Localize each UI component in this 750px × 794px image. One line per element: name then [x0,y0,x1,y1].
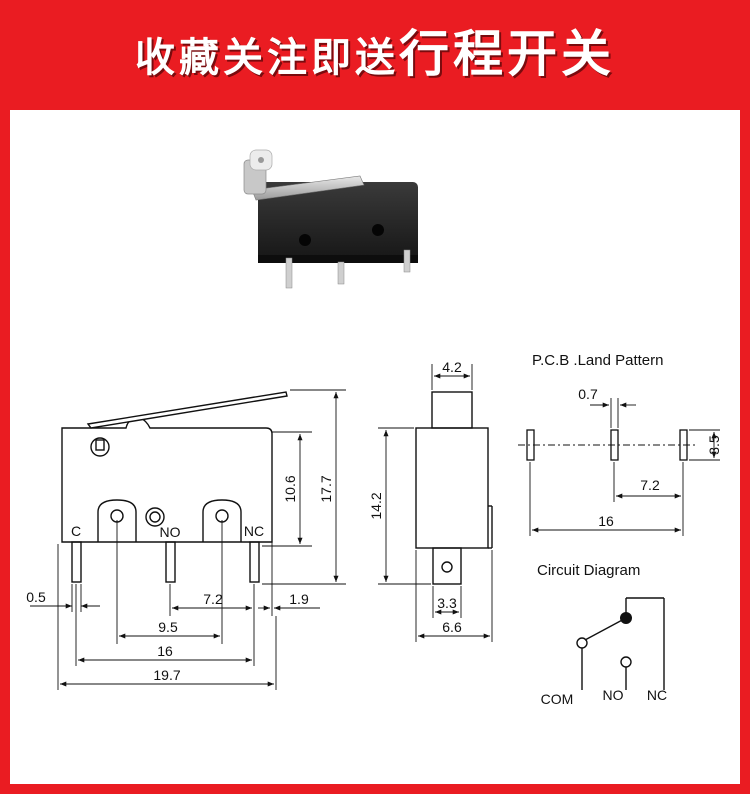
pcb-land-pattern: P.C.B .Land Pattern 0.7 3.5 7.2 16 [518,352,722,536]
side-view-dimension-lines [30,389,346,690]
mount-hole-right [372,224,384,236]
dim-10-6: 10.6 [282,475,298,502]
circuit-label-no: NO [603,687,624,703]
side-lever [86,391,288,429]
circuit-label-nc: NC [647,687,667,703]
banner-title: 收藏关注即送行程开关 [0,14,750,86]
switch-body [258,182,418,262]
end-pin [432,547,462,585]
dim-3-3: 3.3 [437,595,457,611]
side-view [61,391,288,583]
dim-17-7: 17.7 [318,475,334,502]
label-no-side: NO [160,524,181,540]
side-view-dimension-text: 10.6 17.7 0.5 7.2 1.9 9.5 16 19.7 C NO N… [26,475,334,683]
frame-bottom [0,784,750,794]
dim-0-5: 0.5 [26,589,46,605]
end-view-dimension-text: 4.2 14.2 3.3 6.6 [368,359,462,635]
circuit-no-contact [620,656,632,668]
frame-left [0,110,10,794]
end-body [415,427,489,549]
roller-axle [258,157,264,163]
side-pin-no [165,541,176,583]
circuit-blade [584,617,627,641]
dim-7-2-pcb: 7.2 [640,477,660,493]
dim-9-5: 9.5 [158,619,178,635]
circuit-com-contact [576,637,588,649]
dim-14-2: 14.2 [368,492,384,519]
side-pin-nc [249,541,260,583]
pcb-title: P.C.B .Land Pattern [532,352,663,369]
side-hole-center-inner [149,511,161,523]
dim-0-7: 0.7 [578,386,598,402]
banner-prefix: 收藏关注即送 [135,35,399,81]
dim-16-pcb: 16 [598,513,614,529]
circuit-nc-contact [620,612,632,624]
pin-nc-photo [403,249,411,273]
end-view [415,391,493,585]
label-c: C [71,523,81,539]
dim-16-side: 16 [157,643,173,659]
side-hole-center [145,507,165,527]
banner-highlight: 行程开关 [399,25,615,83]
side-small-boss-inner [95,439,105,451]
end-view-dimension-lines [378,364,493,642]
lever-arm [251,175,365,201]
side-small-boss [90,437,110,457]
dim-1-9: 1.9 [289,591,309,607]
dim-4-2: 4.2 [442,359,462,375]
banner: 收藏关注即送行程开关 [0,0,750,110]
circuit-title: Circuit Diagram [537,562,640,579]
dim-3-5: 3.5 [706,435,722,455]
frame-right [740,110,750,794]
pin-com-photo [285,257,293,289]
circuit-label-com: COM [541,691,574,707]
end-pin-hole [441,561,453,573]
side-terminal-nc [202,499,242,542]
label-nc-side: NC [244,523,264,539]
mount-hole-left [299,234,311,246]
end-actuator [431,391,473,429]
side-terminal-c [97,499,137,542]
product-photo [243,149,418,289]
pin-no-photo [337,261,345,285]
dim-19-7: 19.7 [153,667,180,683]
circuit-diagram: Circuit Diagram COM NO NC [537,562,667,707]
dim-7-2-side: 7.2 [203,591,223,607]
side-pin-c [71,541,82,583]
switch-base [258,255,418,263]
dim-6-6: 6.6 [442,619,462,635]
